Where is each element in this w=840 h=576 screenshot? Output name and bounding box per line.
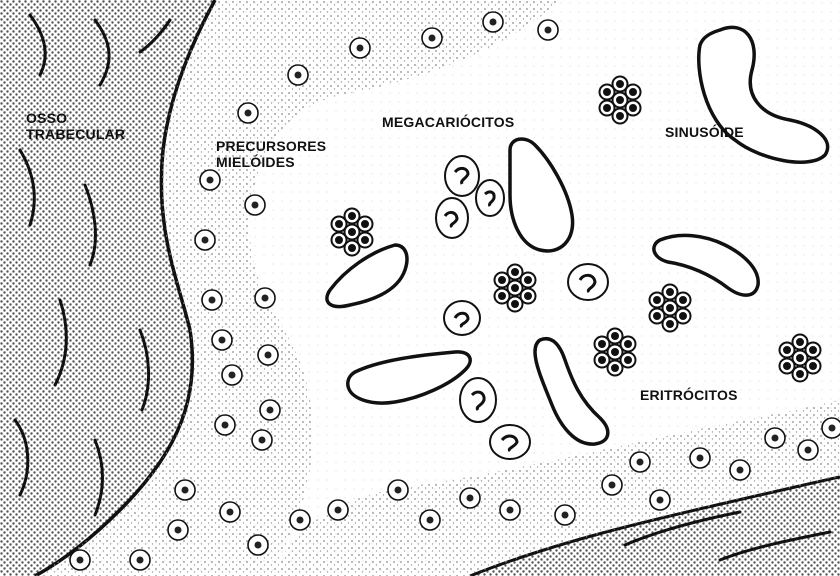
myeloid-cell: [220, 502, 240, 522]
erythroblast-nucleus: [362, 221, 368, 227]
erythroblast-nucleus: [630, 89, 636, 95]
myeloid-cell: [202, 290, 222, 310]
myeloid-cell: [288, 65, 308, 85]
myeloid-cell: [245, 195, 265, 215]
myeloid-cell: [630, 452, 650, 472]
myeloid-cell: [222, 365, 242, 385]
erythroblast-nucleus: [630, 105, 636, 111]
myeloid-cell: [130, 550, 150, 570]
label-osso-line1: OSSO: [26, 110, 125, 126]
erythroblast-nucleus: [512, 301, 518, 307]
label-precursores-line1: PRECURSORES: [216, 138, 326, 154]
erythroblast-nucleus: [612, 333, 618, 339]
erythroblast-nucleus: [797, 355, 803, 361]
label-osso-line2: TRABECULAR: [26, 126, 125, 142]
erythroblast-nucleus: [617, 97, 623, 103]
erythroblast-nucleus: [525, 293, 531, 299]
myeloid-cell: [175, 480, 195, 500]
myeloid-cell: [538, 20, 558, 40]
erythroblast-nucleus: [349, 245, 355, 251]
myeloid-cell: [212, 330, 232, 350]
label-precursores-mieloides: PRECURSORES MIELÓIDES: [216, 138, 326, 170]
erythroblast-nucleus: [810, 363, 816, 369]
label-sinusoide: SINUSÓIDE: [665, 124, 744, 140]
erythroblast-nucleus: [336, 221, 342, 227]
erythroblast-nucleus: [512, 269, 518, 275]
myeloid-cell: [168, 520, 188, 540]
erythroblast-nucleus: [336, 237, 342, 243]
erythroblast-nucleus: [784, 363, 790, 369]
myeloid-cell: [215, 415, 235, 435]
myeloid-cell: [798, 440, 818, 460]
erythroblast-nucleus: [667, 321, 673, 327]
myeloid-cell: [328, 500, 348, 520]
myeloid-cell: [195, 230, 215, 250]
erythroblast-nucleus: [784, 347, 790, 353]
myeloid-cell: [500, 500, 520, 520]
erythroblast-nucleus: [625, 357, 631, 363]
erythroblast-nucleus: [612, 349, 618, 355]
erythroblast-nucleus: [797, 371, 803, 377]
myeloid-cell: [248, 535, 268, 555]
erythroblast-nucleus: [797, 339, 803, 345]
myeloid-cell: [422, 28, 442, 48]
myeloid-cell: [258, 345, 278, 365]
myeloid-cell: [555, 505, 575, 525]
myeloid-cell: [765, 428, 785, 448]
myeloid-cell: [650, 490, 670, 510]
label-eritrocitos: ERITRÓCITOS: [640, 387, 738, 403]
erythroblast-nucleus: [667, 305, 673, 311]
erythroblast-nucleus: [667, 289, 673, 295]
erythroblast-nucleus: [362, 237, 368, 243]
myeloid-cell: [388, 480, 408, 500]
myeloid-cell: [420, 510, 440, 530]
erythroblast-nucleus: [810, 347, 816, 353]
erythroblast-nucleus: [604, 105, 610, 111]
myeloid-cell: [483, 12, 503, 32]
label-megacariocitos: MEGACARIÓCITOS: [382, 114, 514, 130]
erythroblast-nucleus: [499, 293, 505, 299]
erythroblast-nucleus: [617, 81, 623, 87]
erythroblast-nucleus: [599, 341, 605, 347]
erythroblast-nucleus: [654, 297, 660, 303]
erythroblast-nucleus: [512, 285, 518, 291]
myeloid-cell: [602, 475, 622, 495]
myeloid-cell: [460, 488, 480, 508]
erythroblast-nucleus: [525, 277, 531, 283]
myeloid-cell: [822, 418, 840, 438]
erythroblast-nucleus: [680, 313, 686, 319]
label-osso-trabecular: OSSO TRABECULAR: [26, 110, 125, 142]
myeloid-cell: [260, 400, 280, 420]
myeloid-cell: [252, 430, 272, 450]
erythroblast-nucleus: [617, 113, 623, 119]
erythroblast-nucleus: [654, 313, 660, 319]
myeloid-cell: [690, 448, 710, 468]
myeloid-cell: [70, 550, 90, 570]
myeloid-cell: [350, 38, 370, 58]
erythroblast-nucleus: [625, 341, 631, 347]
label-precursores-line2: MIELÓIDES: [216, 154, 326, 170]
erythroblast-nucleus: [612, 365, 618, 371]
myeloid-cell: [290, 510, 310, 530]
myeloid-cell: [238, 103, 258, 123]
erythroblast-nucleus: [349, 229, 355, 235]
erythroblast-nucleus: [604, 89, 610, 95]
myeloid-cell: [730, 460, 750, 480]
erythroblast-nucleus: [499, 277, 505, 283]
myeloid-cell: [200, 170, 220, 190]
erythroblast-nucleus: [599, 357, 605, 363]
erythroblast-nucleus: [680, 297, 686, 303]
erythroblast-nucleus: [349, 213, 355, 219]
myeloid-cell: [255, 288, 275, 308]
